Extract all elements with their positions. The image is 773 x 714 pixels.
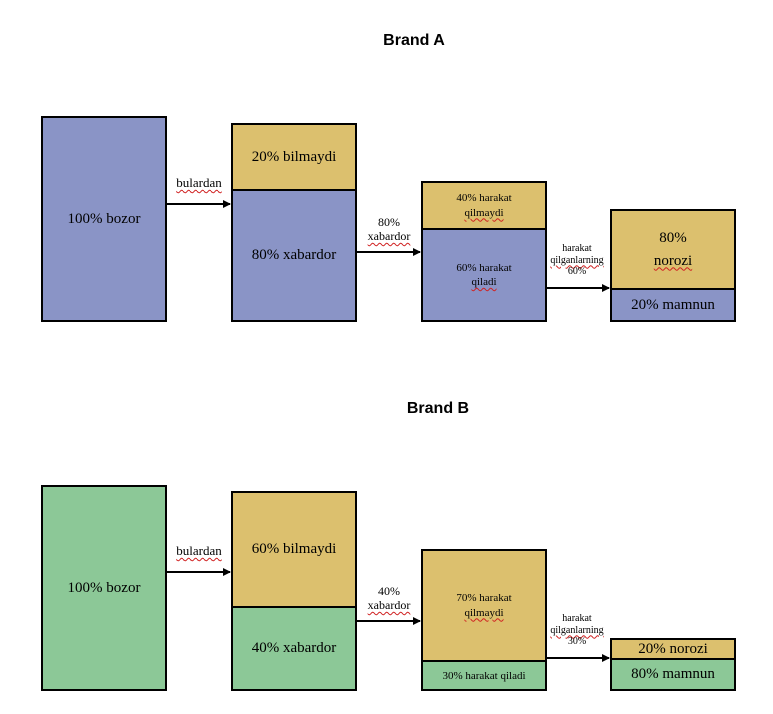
brand-b-unaware-label: 60% bilmaydi <box>251 541 337 557</box>
brand-b-market-label: 100% bozor <box>67 579 141 596</box>
brand-b-market-box: 100% bozor <box>41 485 167 691</box>
brand-a-unaware-label: 20% bilmaydi <box>251 148 337 165</box>
brand-a-dissatisfied-box: 80% norozi <box>610 209 736 290</box>
brand-a-action-label: 60% harakat <box>456 261 512 274</box>
brand-a-market-label: 100% bozor <box>67 210 141 227</box>
brand-a-flow1-label: bulardan <box>176 175 222 190</box>
brand-a-flow2-label: 80% xabardor <box>367 215 411 243</box>
brand-b-unaware-box: 60% bilmaydi <box>231 491 357 608</box>
brand-b-action-label: 30% harakat qiladi <box>442 669 526 682</box>
brand-a-market-box: 100% bozor <box>41 116 167 322</box>
brand-b-action-box: 30% harakat qiladi <box>421 660 547 691</box>
brand-b-satisfied-label: 80% mamnun <box>631 666 715 682</box>
brand-b-aware-box: 40% xabardor <box>231 606 357 691</box>
brand-a-satisfied-box: 20% mamnun <box>610 288 736 322</box>
brand-b-title: Brand B <box>406 400 470 417</box>
brand-b-flow2-label: 40% xabardor <box>367 584 411 612</box>
brand-a-aware-label: 80% xabardor <box>251 247 337 263</box>
brand-a-noaction-label: 40% harakat <box>456 192 512 205</box>
brand-b-aware-label: 40% xabardor <box>251 640 337 656</box>
brand-a-action-box: 60% harakat qiladi <box>421 228 547 322</box>
brand-b-flow3-label: harakat qilganlarning 30% <box>550 613 604 647</box>
brand-b-dissatisfied-box: 20% norozi <box>610 638 736 660</box>
brand-a-title: Brand A <box>383 32 445 49</box>
brand-b-noaction-box: 70% harakat qilmaydi <box>421 549 547 662</box>
brand-a-satisfied-label: 20% mamnun <box>631 296 715 313</box>
brand-b-satisfied-box: 80% mamnun <box>610 658 736 691</box>
brand-b-dissatisfied-label: 20% norozi <box>638 640 708 657</box>
brand-b-noaction-label: 70% harakat <box>456 592 512 605</box>
brand-b-flow1-label: bulardan <box>176 543 222 558</box>
brand-a-aware-box: 80% xabardor <box>231 189 357 322</box>
brand-a-dissatisfied-label: 80% <box>659 230 687 246</box>
brand-a-unaware-box: 20% bilmaydi <box>231 123 357 191</box>
brand-a-flow3-label: harakat qilganlarning 60% <box>550 243 604 277</box>
brand-a-noaction-box: 40% harakat qilmaydi <box>421 181 547 230</box>
